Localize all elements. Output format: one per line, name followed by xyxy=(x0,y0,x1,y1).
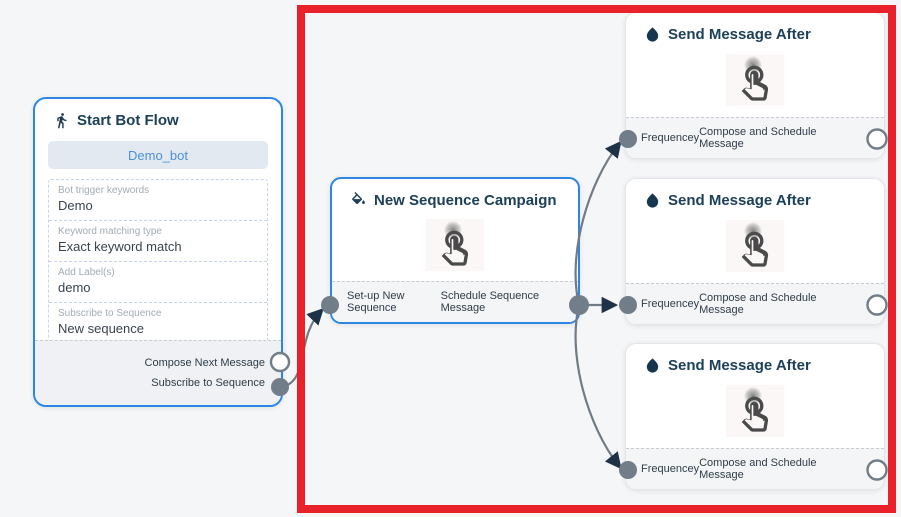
start-node-fields: Bot trigger keywords Demo Keyword matchi… xyxy=(48,179,268,344)
water-drop-icon xyxy=(644,357,661,374)
port-subscribe-to-sequence[interactable] xyxy=(271,378,289,396)
send-input-label: Frequencey xyxy=(641,463,700,475)
send-node-footer: Frequencey Compose and Schedule Message xyxy=(626,448,884,489)
output-subscribe-to-sequence-label: Subscribe to Sequence xyxy=(151,377,265,389)
send-input-label: Frequencey xyxy=(641,132,700,144)
field-bot-trigger-keywords[interactable]: Bot trigger keywords Demo xyxy=(49,180,267,221)
send-node-header: Send Message After xyxy=(626,344,884,374)
port-send-2-output[interactable] xyxy=(866,294,888,316)
field-value: Exact keyword match xyxy=(58,239,182,254)
field-keyword-matching-type[interactable]: Keyword matching type Exact keyword matc… xyxy=(49,221,267,262)
field-value: Demo xyxy=(58,198,93,213)
send-node-body xyxy=(626,374,884,448)
field-label: Add Label(s) xyxy=(58,267,115,278)
new-sequence-campaign-node[interactable]: New Sequence Campaign Set-up New Sequenc… xyxy=(330,177,580,324)
walking-person-icon xyxy=(53,112,70,129)
tap-blur-dot xyxy=(744,387,762,405)
edge-subscribe-to-campaign xyxy=(279,308,324,389)
send-message-after-node-2[interactable]: Send Message After Frequencey Compose an… xyxy=(625,178,885,325)
campaign-input-label: Set-up New Sequence xyxy=(347,290,405,314)
send-node-footer: Frequencey Compose and Schedule Message xyxy=(626,117,884,158)
output-compose-next-message-label: Compose Next Message xyxy=(144,357,265,369)
port-send-2-input[interactable] xyxy=(619,296,637,314)
tap-blur-dot xyxy=(744,222,762,240)
start-node-header: Start Bot Flow xyxy=(35,99,281,129)
field-subscribe-to-sequence[interactable]: Subscribe to Sequence New sequence xyxy=(49,303,267,343)
field-label: Keyword matching type xyxy=(58,226,162,237)
send-output-label: Compose and Schedule Message xyxy=(699,126,817,150)
port-campaign-output[interactable] xyxy=(569,295,589,315)
port-send-1-output[interactable] xyxy=(866,128,888,150)
send-message-after-node-3[interactable]: Send Message After Frequencey Compose an… xyxy=(625,343,885,490)
campaign-node-title: New Sequence Campaign xyxy=(374,192,557,209)
send-message-after-node-1[interactable]: Send Message After Frequencey Compose an… xyxy=(625,12,885,159)
send-node-title: Send Message After xyxy=(668,26,811,43)
send-node-body xyxy=(626,43,884,117)
tap-hand-icon[interactable] xyxy=(426,219,484,271)
ink-bucket-icon xyxy=(350,192,367,209)
send-output-label: Compose and Schedule Message xyxy=(699,457,817,481)
send-node-footer: Frequencey Compose and Schedule Message xyxy=(626,283,884,324)
send-input-label: Frequencey xyxy=(641,298,700,310)
field-label: Bot trigger keywords xyxy=(58,185,150,196)
campaign-output-label: Schedule Sequence Message xyxy=(440,290,540,314)
send-node-header: Send Message After xyxy=(626,13,884,43)
start-bot-flow-node[interactable]: Start Bot Flow Demo_bot Bot trigger keyw… xyxy=(33,97,283,407)
field-value: New sequence xyxy=(58,321,144,336)
send-output-label: Compose and Schedule Message xyxy=(699,292,817,316)
campaign-node-footer: Set-up New Sequence Schedule Sequence Me… xyxy=(332,281,578,322)
port-send-1-input[interactable] xyxy=(619,130,637,148)
port-send-3-input[interactable] xyxy=(619,461,637,479)
start-node-footer: Compose Next Message Subscribe to Sequen… xyxy=(35,340,281,405)
edge-campaign-to-send-3 xyxy=(574,304,622,470)
tap-blur-dot xyxy=(744,56,762,74)
field-label: Subscribe to Sequence xyxy=(58,308,162,319)
field-value: demo xyxy=(58,280,91,295)
campaign-node-body xyxy=(332,209,578,281)
send-node-title: Send Message After xyxy=(668,357,811,374)
send-node-header: Send Message After xyxy=(626,179,884,209)
start-node-title: Start Bot Flow xyxy=(77,112,179,129)
bot-name-button[interactable]: Demo_bot xyxy=(48,141,268,169)
port-send-3-output[interactable] xyxy=(866,459,888,481)
tap-hand-icon[interactable] xyxy=(726,385,784,437)
water-drop-icon xyxy=(644,26,661,43)
tap-hand-icon[interactable] xyxy=(726,220,784,272)
send-node-body xyxy=(626,209,884,283)
campaign-node-header: New Sequence Campaign xyxy=(332,179,578,209)
port-campaign-input[interactable] xyxy=(321,296,339,314)
tap-blur-dot xyxy=(444,221,462,239)
field-add-labels[interactable]: Add Label(s) demo xyxy=(49,262,267,303)
send-node-title: Send Message After xyxy=(668,192,811,209)
water-drop-icon xyxy=(644,192,661,209)
port-compose-next-message[interactable] xyxy=(269,351,291,373)
edge-campaign-to-send-1 xyxy=(574,140,622,306)
tap-hand-icon[interactable] xyxy=(726,54,784,106)
